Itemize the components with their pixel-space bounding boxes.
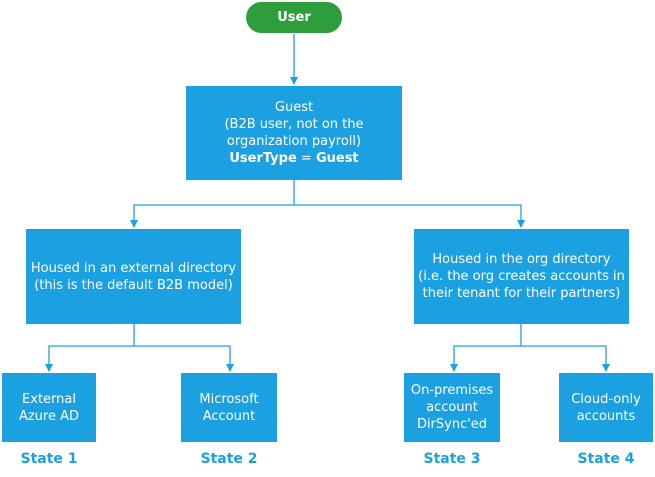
- guest-desc-line2: organization payroll): [226, 134, 362, 149]
- leaf-line2: Account: [202, 408, 256, 424]
- edge-org-state4: [521, 345, 610, 372]
- leaf-cloud-only: Cloud-only accounts: [559, 373, 653, 442]
- guest-title: Guest: [274, 100, 314, 115]
- state-1-label: State 1: [20, 451, 78, 467]
- edge-ext-state2: [134, 345, 234, 372]
- edge-org-state3: [450, 324, 522, 372]
- edge-guest-org: [294, 204, 525, 228]
- guest-node: Guest (B2B user, not on the organization…: [186, 86, 402, 180]
- guest-usertype: UserType = Guest: [229, 150, 358, 167]
- external-directory-node: Housed in an external directory (this is…: [26, 229, 241, 324]
- usertype-key: UserType: [229, 151, 297, 166]
- user-label: User: [277, 10, 311, 25]
- external-directory-line2: (this is the default B2B model): [34, 277, 233, 293]
- user-node: User: [246, 2, 342, 33]
- leaf-line2: accounts: [576, 408, 636, 424]
- leaf-line1: On-premises: [410, 383, 494, 398]
- state-3-label: State 3: [423, 451, 481, 467]
- leaf-line1: Cloud-only: [571, 391, 641, 407]
- state-4-label: State 4: [577, 451, 635, 467]
- leaf-microsoft-account: Microsoft Account: [181, 373, 277, 442]
- leaf-line1: Microsoft: [199, 391, 259, 407]
- usertype-eq: =: [296, 151, 316, 166]
- leaf-external-azure-ad: External Azure AD: [2, 373, 96, 442]
- org-directory-node: Housed in the org directory (i.e. the or…: [414, 229, 629, 324]
- leaf-line1: External: [22, 391, 76, 407]
- leaf-line3: DirSync'ed: [416, 417, 488, 432]
- edge-ext-state1: [45, 324, 135, 372]
- org-directory-line1: Housed in the org directory: [432, 252, 611, 267]
- state-2-label: State 2: [200, 451, 258, 467]
- leaf-line2: account: [426, 400, 478, 415]
- guest-desc-line1: (B2B user, not on the: [224, 117, 364, 132]
- org-directory-line3: their tenant for their partners): [422, 286, 621, 301]
- usertype-value: Guest: [315, 151, 359, 166]
- edge-guest-bus: [130, 180, 295, 228]
- org-directory-line2: (i.e. the org creates accounts in: [418, 269, 625, 284]
- leaf-line2: Azure AD: [18, 408, 80, 424]
- external-directory-line1: Housed in an external directory: [30, 260, 237, 276]
- leaf-on-premises: On-premises account DirSync'ed: [404, 373, 500, 442]
